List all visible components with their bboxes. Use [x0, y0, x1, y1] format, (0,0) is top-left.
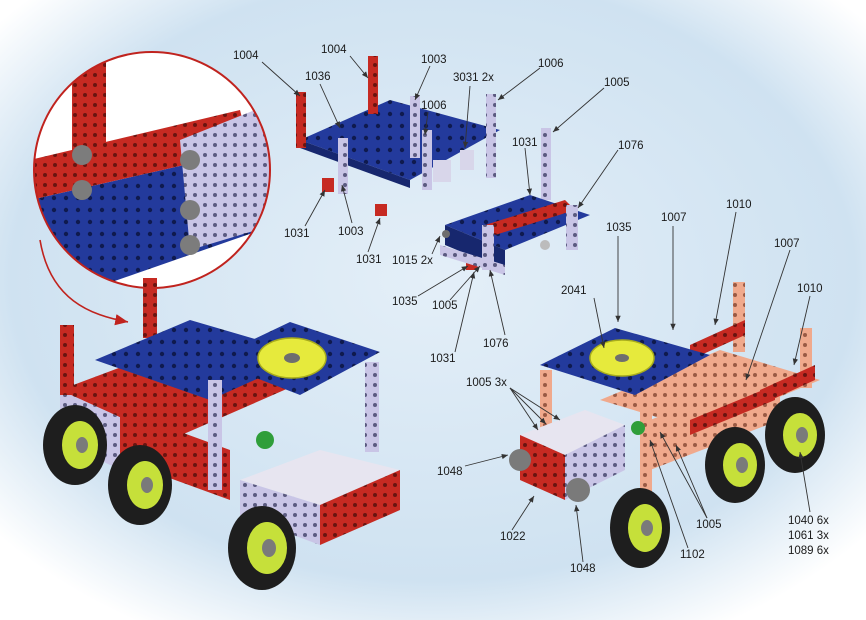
callout-1007-a: 1007 [661, 212, 687, 224]
callout-1006-a: 1006 [421, 100, 447, 112]
leader-1040 [798, 451, 811, 513]
leader-1031d [454, 271, 476, 353]
assembled-truck-left [43, 278, 400, 590]
callout-1076-a: 1076 [618, 140, 644, 152]
leader-1031a [524, 147, 533, 196]
leader-1005c-2 [509, 387, 539, 431]
leader-1006b [497, 67, 541, 101]
leader-1010a [713, 211, 737, 326]
callout-1031-b: 1031 [284, 228, 310, 240]
leader-1006a [423, 111, 429, 136]
callout-1076-b: 1076 [483, 338, 509, 350]
leader-2041 [593, 297, 606, 349]
leader-1015 [431, 235, 441, 255]
callout-1061: 1061 3x [788, 530, 829, 542]
leader-1031c [367, 217, 381, 253]
truck-right-wheels [610, 397, 825, 568]
leader-1003b [340, 184, 353, 224]
callout-1004-b: 1004 [321, 44, 347, 56]
callout-1005-b: 1005 [432, 300, 458, 312]
callout-1005-c: 1005 3x [466, 377, 507, 389]
leader-1005c-1 [509, 387, 547, 425]
leader-1035a [417, 265, 469, 297]
leader-1010b [792, 295, 811, 366]
callout-1004-a: 1004 [233, 50, 259, 62]
callout-1035-a: 1035 [392, 296, 418, 308]
leader-1076a [577, 149, 619, 209]
leader-lines [261, 55, 811, 563]
leader-1005b [449, 265, 481, 301]
callout-1035-b: 1035 [606, 222, 632, 234]
callout-1006-b: 1006 [538, 58, 564, 70]
truck-left-wheels [43, 405, 296, 590]
leader-3031 [462, 85, 471, 149]
leader-1003a [414, 65, 431, 101]
callout-1005-a: 1005 [604, 77, 630, 89]
callout-1031-a: 1031 [512, 137, 538, 149]
leader-1005c-3 [509, 387, 561, 421]
leader-1048a [464, 453, 509, 467]
leader-1007b [745, 249, 791, 381]
callout-1022: 1022 [500, 531, 526, 543]
callout-1102: 1102 [680, 549, 705, 561]
detail-zoom-circle [33, 51, 271, 326]
exploded-parts-top [296, 56, 590, 275]
leader-1048b [574, 504, 584, 563]
leader-1005d-2 [675, 444, 708, 519]
callout-1031-d: 1031 [430, 353, 456, 365]
callout-1040: 1040 6x [788, 515, 829, 527]
callout-1005-d: 1005 [696, 519, 722, 531]
callout-3031: 3031 2x [453, 72, 494, 84]
callout-1003-b: 1003 [338, 226, 364, 238]
callout-1010-a: 1010 [726, 199, 752, 211]
leader-1076b [488, 269, 506, 336]
callout-1048-b: 1048 [570, 563, 596, 575]
callout-2041: 2041 [561, 285, 587, 297]
leader-1102 [649, 439, 689, 549]
callout-1048-a: 1048 [437, 466, 463, 478]
callout-1015: 1015 2x [392, 255, 433, 267]
leader-1005a [552, 87, 605, 133]
callout-1089: 1089 6x [788, 545, 829, 557]
leader-1022 [511, 495, 535, 531]
callout-1007-b: 1007 [774, 238, 800, 250]
leader-1004b [349, 55, 369, 79]
leader-1036 [319, 83, 341, 129]
callout-1003-a: 1003 [421, 54, 447, 66]
callout-1031-c: 1031 [356, 254, 382, 266]
leader-1005d-1 [659, 431, 708, 519]
callout-1036: 1036 [305, 71, 331, 83]
callout-1010-b: 1010 [797, 283, 823, 295]
leader-1031b [304, 189, 326, 227]
leader-1004a [261, 61, 301, 97]
assembled-truck-right [509, 282, 825, 568]
